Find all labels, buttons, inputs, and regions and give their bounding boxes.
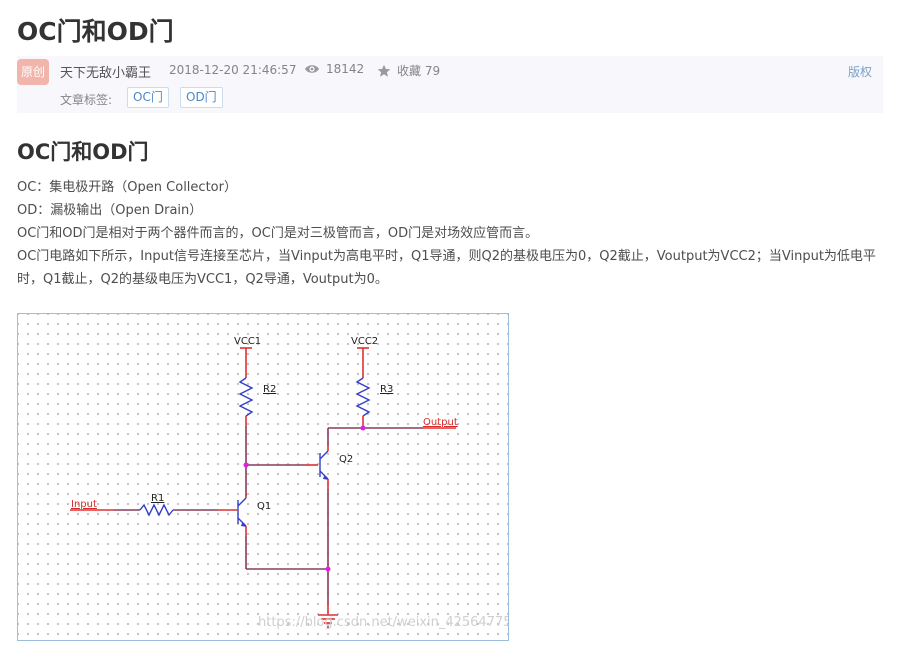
q1-label: Q1: [257, 501, 271, 512]
copyright-link[interactable]: 版权: [847, 65, 872, 79]
favorite-label: 收藏 79: [397, 64, 441, 78]
r3-label: R3: [380, 384, 393, 395]
star-icon: [377, 64, 391, 77]
section-heading: OC门和OD门: [17, 140, 149, 164]
eye-icon: [305, 65, 319, 73]
article-meta-bar: 原创 天下无敌小霸王 2018-12-20 21:46:57 18142 收藏 …: [17, 56, 883, 113]
paragraph-comparison: OC门和OD门是相对于两个器件而言的，OC门是对三极管而言，OD门是对场效应管而…: [17, 226, 539, 241]
vcc1-label: VCC1: [234, 336, 261, 347]
tag-od[interactable]: OD门: [180, 87, 223, 108]
q2-label: Q2: [339, 454, 353, 465]
r2-label: R2: [263, 384, 276, 395]
r1-label: R1: [151, 493, 164, 504]
input-label: Input: [71, 499, 97, 510]
vcc2-label: VCC2: [351, 336, 378, 347]
paragraph-oc: OC：集电极开路（Open Collector）: [17, 180, 237, 195]
favorite-button[interactable]: 收藏 79: [377, 62, 440, 79]
view-count: 18142: [304, 62, 364, 76]
tag-oc[interactable]: OC门: [127, 87, 169, 108]
output-label: Output: [423, 417, 458, 428]
paragraph-od: OD：漏极输出（Open Drain）: [17, 203, 203, 218]
article-title: OC门和OD门: [17, 17, 174, 46]
tags-label: 文章标签:: [60, 93, 113, 107]
oc-circuit-diagram: VCC1 VCC2 R2 R3 R1 Q1 Q2 Input Output ht…: [17, 313, 509, 641]
image-watermark: https://blog.csdn.net/weixin_42564775: [258, 615, 509, 630]
paragraph-circuit-description: OC门电路如下所示，Input信号连接至芯片，当Vinput为高电平时，Q1导通…: [17, 249, 876, 287]
original-badge: 原创: [17, 59, 49, 85]
view-count-value: 18142: [326, 62, 365, 76]
author-link[interactable]: 天下无敌小霸王: [60, 66, 152, 81]
publish-date: 2018-12-20 21:46:57: [169, 63, 297, 77]
